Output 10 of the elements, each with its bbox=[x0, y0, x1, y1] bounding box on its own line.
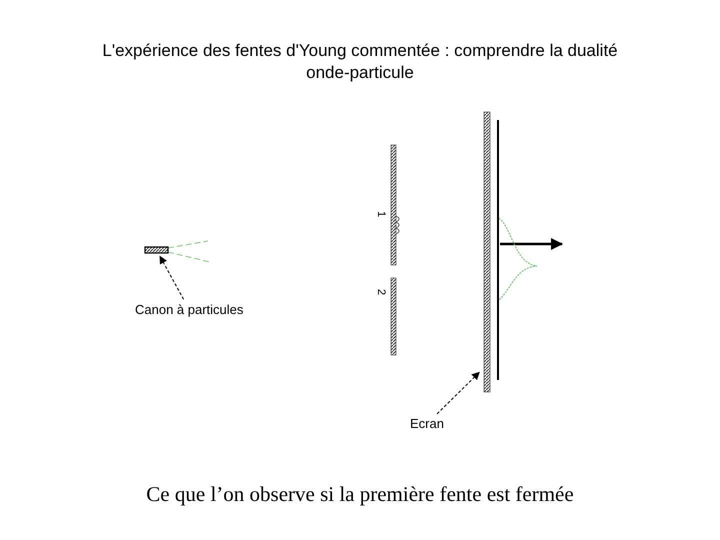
title: L'expérience des fentes d'Young commentée : comprendre la dualité onde-particule bbox=[101, 40, 619, 84]
caption: Ce que l’on observe si la première fente est fermée bbox=[145, 482, 575, 507]
slit-number: 2 bbox=[375, 288, 388, 296]
screen-bar bbox=[484, 112, 490, 392]
particle-gun bbox=[144, 246, 169, 254]
leader-line bbox=[160, 256, 184, 300]
slit-number: 1 bbox=[375, 210, 388, 218]
part-label: Ecran bbox=[410, 416, 444, 431]
leader-line bbox=[436, 372, 480, 414]
part-label: Canon à particules bbox=[135, 302, 244, 317]
